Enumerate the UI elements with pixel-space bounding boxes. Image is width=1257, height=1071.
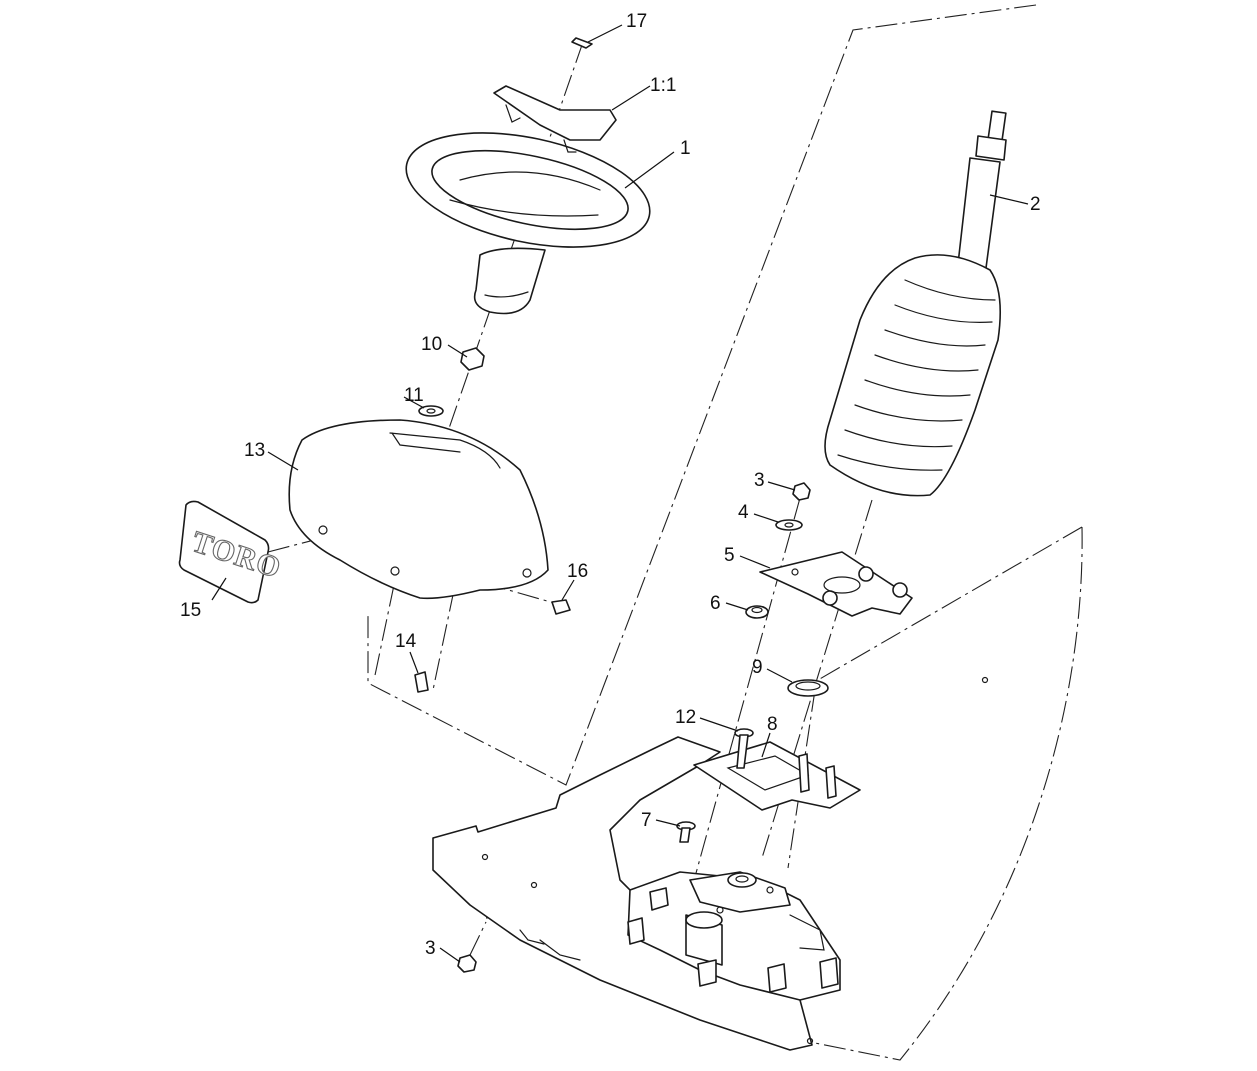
callout-1-1: 1:1 <box>650 75 676 96</box>
callout-1: 1 <box>680 138 691 159</box>
steering-cover <box>288 419 549 600</box>
bracket-8 <box>693 741 861 811</box>
nut-3-bottom <box>457 954 477 973</box>
washer-11 <box>418 405 444 417</box>
clip-17 <box>571 37 593 49</box>
screw-7 <box>676 821 696 843</box>
callout-9: 9 <box>752 657 763 678</box>
callout-5: 5 <box>724 545 735 566</box>
valve-shaft-seat <box>727 872 757 888</box>
steering-wheel <box>405 132 651 315</box>
callout-3-top: 3 <box>754 470 765 491</box>
callout-12: 12 <box>675 707 696 728</box>
callout-14: 14 <box>395 631 417 652</box>
nut-10 <box>460 347 485 371</box>
phantom-boundary <box>367 4 1037 786</box>
callout-13: 13 <box>244 440 265 461</box>
floor-plate <box>432 676 989 1051</box>
steering-valve <box>519 871 841 1001</box>
plate-hole <box>981 676 989 684</box>
grommet-9 <box>787 679 829 697</box>
leader-lines <box>211 24 1029 963</box>
callout-17: 17 <box>626 11 647 32</box>
clip-14 <box>414 671 429 693</box>
bolt-16 <box>551 599 571 615</box>
plate-hole <box>481 853 489 861</box>
plate-hole <box>806 1037 814 1045</box>
decal-leader <box>267 531 346 553</box>
callout-labels: 17 1:1 1 2 10 11 13 15 16 14 3 4 5 6 9 1… <box>180 11 1041 959</box>
callout-16: 16 <box>567 561 588 582</box>
cover-axis <box>373 584 395 681</box>
callout-11: 11 <box>404 385 424 406</box>
floor-plate-curve <box>799 526 1083 1061</box>
grommet-6 <box>745 605 769 619</box>
callout-2: 2 <box>1030 194 1041 215</box>
callout-6: 6 <box>710 593 721 614</box>
washer-4 <box>775 519 803 531</box>
pin-12 <box>734 728 754 769</box>
wheel-cap <box>493 85 617 153</box>
callout-7: 7 <box>641 810 652 831</box>
callout-10: 10 <box>421 334 442 355</box>
callout-8: 8 <box>767 714 778 735</box>
nut3-axis <box>469 921 487 956</box>
toro-decal: TORO <box>178 500 286 604</box>
callout-15: 15 <box>180 600 201 621</box>
plate-hole <box>530 881 538 889</box>
column-axis-left <box>687 497 801 903</box>
nut-3-top <box>792 482 811 501</box>
steering-axis-lower <box>432 589 455 691</box>
mount-plate-5 <box>759 551 913 617</box>
steering-column <box>824 110 1007 497</box>
floor-plate-edge <box>817 526 1083 681</box>
callout-4: 4 <box>738 502 749 523</box>
callout-3-bottom: 3 <box>425 938 436 959</box>
